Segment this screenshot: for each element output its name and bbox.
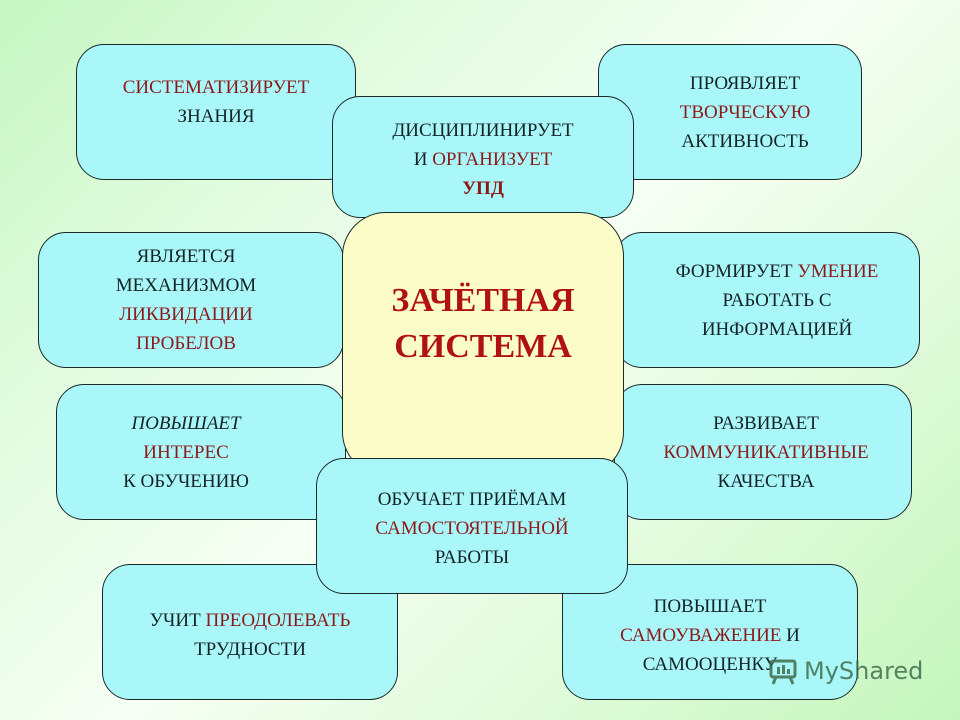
box-text: САМООЦЕНКУ <box>642 653 778 675</box>
box-text: УЧИТ <box>149 610 206 631</box>
box-text: УМЕНИЕ <box>797 260 879 282</box>
box-text: ОРГАНИЗУЕТ <box>432 148 553 170</box>
box-text: РАЗВИВАЕТ <box>713 412 819 434</box>
box-text: ФОРМИРУЕТ <box>675 260 798 282</box>
box-independent-work: ОБУЧАЕТ ПРИЁМАМ САМОСТОЯТЕЛЬНОЙ РАБОТЫ <box>316 458 628 594</box>
box-information-skills: ФОРМИРУЕТ УМЕНИЕ РАБОТАТЬ С ИНФОРМАЦИЕЙ <box>614 232 920 368</box>
box-gap-elimination: ЯВЛЯЕТСЯ МЕХАНИЗМОМ ЛИКВИДАЦИИ ПРОБЕЛОВ <box>38 232 344 368</box>
presentation-board-icon <box>768 656 798 686</box>
box-text: КОММУНИКАТИВНЫЕ <box>663 441 869 463</box>
box-text: ОБУЧАЕТ ПРИЁМАМ <box>377 488 567 510</box>
box-text: МЕХАНИЗМОМ <box>115 275 257 296</box>
box-text: ДИСЦИПЛИНИРУЕТ <box>392 119 574 141</box>
box-text: ПОВЫШАЕТ <box>131 412 241 434</box>
box-text: САМОУВАЖЕНИЕ <box>620 624 782 646</box>
box-text: ПОВЫШАЕТ <box>653 595 767 617</box>
box-creative-activity: ПРОЯВЛЯЕТ ТВОРЧЕСКУЮ АКТИВНОСТЬ <box>598 44 862 180</box>
box-text: ПРОБЕЛОВ <box>136 333 236 354</box>
box-text: КАЧЕСТВА <box>717 470 815 492</box>
box-text: РАБОТЫ <box>434 546 510 568</box>
box-self-esteem: ПОВЫШАЕТ САМОУВАЖЕНИЕ И САМООЦЕНКУ <box>562 564 858 700</box>
center-title: ЗАЧЁТНАЯ <box>391 282 575 319</box>
box-communicative-qualities: РАЗВИВАЕТ КОММУНИКАТИВНЫЕ КАЧЕСТВА <box>614 384 912 520</box>
box-text: РАБОТАТЬ С <box>722 289 832 311</box>
box-text: СИСТЕМАТИЗИРУЕТ <box>122 77 310 98</box>
box-disciplines-organizes: ДИСЦИПЛИНИРУЕТ И ОРГАНИЗУЕТ УПД <box>332 96 634 218</box>
box-text: САМОСТОЯТЕЛЬНОЙ <box>375 517 569 539</box>
box-text: ПРОЯВЛЯЕТ <box>689 72 801 94</box>
box-text: УПД <box>462 177 504 199</box>
watermark-text: MyShared <box>804 657 924 685</box>
center-title: СИСТЕМА <box>394 328 572 365</box>
box-text: ПРЕОДОЛЕВАТЬ <box>205 610 351 631</box>
box-text: И <box>781 624 800 646</box>
myshared-watermark: MyShared <box>768 656 923 686</box>
box-text: ТВОРЧЕСКУЮ <box>679 101 811 123</box>
box-text: ИНТЕРЕС <box>143 441 229 463</box>
box-text: ТРУДНОСТИ <box>194 639 306 660</box>
box-text: АКТИВНОСТЬ <box>681 130 809 152</box>
box-text: К ОБУЧЕНИЮ <box>123 470 249 492</box>
box-text: ЛИКВИДАЦИИ <box>119 304 253 325</box>
box-text: И <box>413 148 433 170</box>
box-text: ЗНАНИЯ <box>177 106 255 127</box>
box-systematizes-knowledge: СИСТЕМАТИЗИРУЕТ ЗНАНИЯ <box>76 44 356 180</box>
box-text: ЯВЛЯЕТСЯ <box>136 246 236 267</box>
center-box-credit-system: ЗАЧЁТНАЯ СИСТЕМА <box>342 212 624 476</box>
box-learning-interest: ПОВЫШАЕТ ИНТЕРЕС К ОБУЧЕНИЮ <box>56 384 346 520</box>
box-text: ИНФОРМАЦИЕЙ <box>701 318 853 340</box>
